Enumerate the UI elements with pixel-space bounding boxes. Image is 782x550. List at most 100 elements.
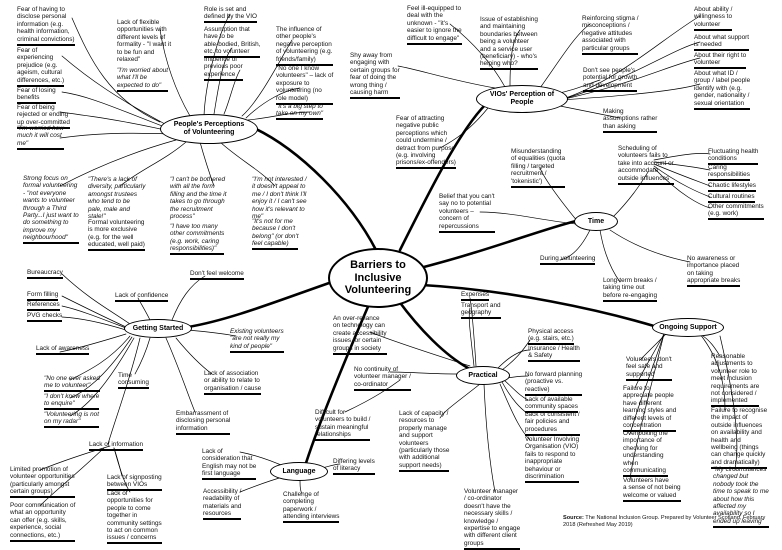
note-p11: The influence of other people's negative… — [276, 26, 333, 66]
note-v2: Shy away from engaging with certain grou… — [350, 52, 400, 99]
connector — [199, 141, 215, 187]
connector — [559, 41, 701, 101]
note-r4: Physical access (e.g. stairs, etc.) — [528, 328, 574, 346]
connector — [559, 15, 701, 101]
connector — [420, 283, 656, 328]
connector — [719, 335, 738, 471]
note-p5: "I'm worried how much it will cost me" — [17, 125, 64, 150]
note-t10: No awareness or importance placed on tak… — [687, 255, 741, 288]
connector — [501, 339, 531, 371]
connector — [539, 23, 591, 89]
connector — [599, 229, 621, 283]
note-o1: Volunteers don't feel safe and supported — [626, 356, 672, 381]
note-r7: Difficult for volunteers to build / sust… — [315, 409, 371, 442]
note-g13: Lack of association or ability to relate… — [204, 370, 262, 395]
note-p3: Fear of losing benefits — [17, 87, 56, 105]
note-p8: Role is set and defined by the VIO — [204, 6, 257, 24]
note-r6: No continuity of volunteer manager / co-… — [354, 366, 411, 391]
note-p19: "I'm not interested / it doesn't appeal … — [252, 176, 307, 221]
note-p18: "I have too many other commitments (e.g.… — [170, 223, 225, 256]
connector — [134, 337, 151, 375]
note-v4: Reinforcing stigma / misconceptions / ne… — [582, 15, 639, 55]
note-l1: Lack of consideration that English may n… — [202, 448, 257, 481]
note-g5: Don't feel welcome — [190, 270, 244, 280]
source-label: Source: — [563, 515, 584, 521]
connector — [61, 273, 131, 325]
connector — [397, 65, 496, 89]
note-v5: Don't see people's potential for growth … — [583, 67, 638, 92]
connector — [389, 371, 459, 375]
branch-vios-perception: VIOs' Perception of People — [476, 85, 568, 113]
connector — [344, 379, 401, 413]
note-o7: "My circumstances changed but nobody too… — [713, 466, 769, 528]
note-o6: Failure to recognise the impact of outsi… — [711, 407, 768, 469]
connector — [107, 337, 141, 445]
connector — [396, 298, 470, 370]
connector — [559, 57, 701, 101]
branch-peoples-perceptions: People's Perceptions of Volunteering — [160, 114, 258, 144]
connector — [245, 87, 301, 119]
connector — [71, 17, 161, 123]
note-p16: Formal volunteering is more exclusive (e… — [88, 219, 145, 252]
note-g19: Lack of opportunities for people to come… — [107, 490, 162, 545]
note-t5: Caring responsibilities — [708, 164, 750, 182]
note-t8: Other commitments (e.g. work) — [708, 203, 764, 221]
connector — [653, 163, 711, 187]
central-topic: Barriers to Inclusive Volunteering — [328, 248, 428, 308]
connector — [653, 153, 711, 161]
note-o2: Failure to appreciate people have differ… — [623, 385, 677, 432]
connector — [497, 349, 531, 369]
connector — [39, 447, 105, 507]
note-r9: Lack of available community spaces — [525, 396, 578, 414]
note-v6: Making assumptions rather than asking — [603, 108, 658, 133]
source-citation: Source: The National Inclusion Group. Pr… — [563, 515, 777, 529]
connector — [69, 336, 133, 399]
connector — [304, 300, 372, 465]
connector — [59, 333, 127, 353]
branch-getting-started: Getting Started — [124, 319, 192, 338]
connector — [369, 331, 471, 367]
connector — [468, 307, 475, 367]
connector — [137, 297, 151, 321]
note-v7: About ability / willingness to volunteer — [694, 6, 733, 31]
connector — [653, 161, 711, 171]
connector — [187, 329, 237, 337]
connector — [539, 167, 579, 223]
note-o4: Volunteers have a sense of not being wel… — [623, 477, 681, 502]
note-g10: "I don't know where to enquire" — [44, 393, 100, 411]
connector — [469, 297, 477, 367]
connector — [634, 333, 665, 389]
note-p10: Influence of previous poor experience — [204, 56, 243, 81]
connector — [629, 333, 665, 435]
note-l3: Differing levels of literacy — [333, 458, 375, 476]
note-g2: Form filling — [27, 291, 59, 301]
connector — [171, 275, 206, 321]
connector — [499, 383, 531, 441]
note-t6: Chaotic lifestyles — [708, 182, 756, 192]
note-p15: "There's a lack of diversity, particular… — [88, 176, 146, 221]
note-p6: Lack of flexible opportunities with diff… — [117, 19, 172, 64]
note-r1: An over-reliance on technology can creat… — [333, 315, 387, 355]
note-g14: Embarrassment of disclosing personal inf… — [176, 410, 231, 435]
note-r12: Volunteer Involving Organisation (VIO) f… — [525, 436, 580, 483]
connector — [611, 171, 649, 219]
note-g16: Limited promotion of volunteer opportuni… — [10, 466, 75, 499]
note-t1: Misunderstanding of equalities (quota fi… — [511, 148, 566, 188]
note-g9: "No one ever asked me to volunteer" — [44, 375, 100, 393]
connector — [175, 337, 213, 375]
connector — [213, 47, 233, 115]
note-v11: Fear of attracting negative public perce… — [396, 115, 456, 170]
connector — [61, 55, 166, 125]
connector — [699, 333, 726, 411]
connector — [503, 379, 529, 401]
note-p14: Strong focus on formal volunteering - "n… — [23, 175, 79, 245]
note-r8: No forward planning (proactive vs. react… — [525, 371, 583, 396]
connector — [165, 337, 196, 413]
connector — [219, 141, 276, 187]
note-r10: Lack of consistent / fair policies and p… — [525, 411, 580, 436]
note-p1: Fear of having to disclose personal info… — [17, 6, 75, 46]
branch-practical: Practical — [456, 366, 510, 385]
connector — [247, 111, 311, 121]
connector — [629, 333, 665, 481]
